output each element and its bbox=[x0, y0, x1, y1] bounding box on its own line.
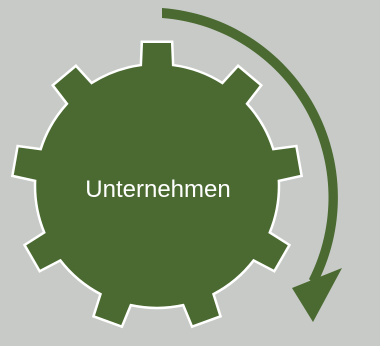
gear-shape bbox=[10, 40, 304, 329]
arrow-head bbox=[292, 268, 342, 322]
gear-label: Unternehmen bbox=[85, 176, 230, 203]
gear-icon bbox=[10, 40, 304, 329]
curved-arrow-body bbox=[162, 8, 338, 286]
curved-arrow-icon bbox=[162, 8, 342, 322]
